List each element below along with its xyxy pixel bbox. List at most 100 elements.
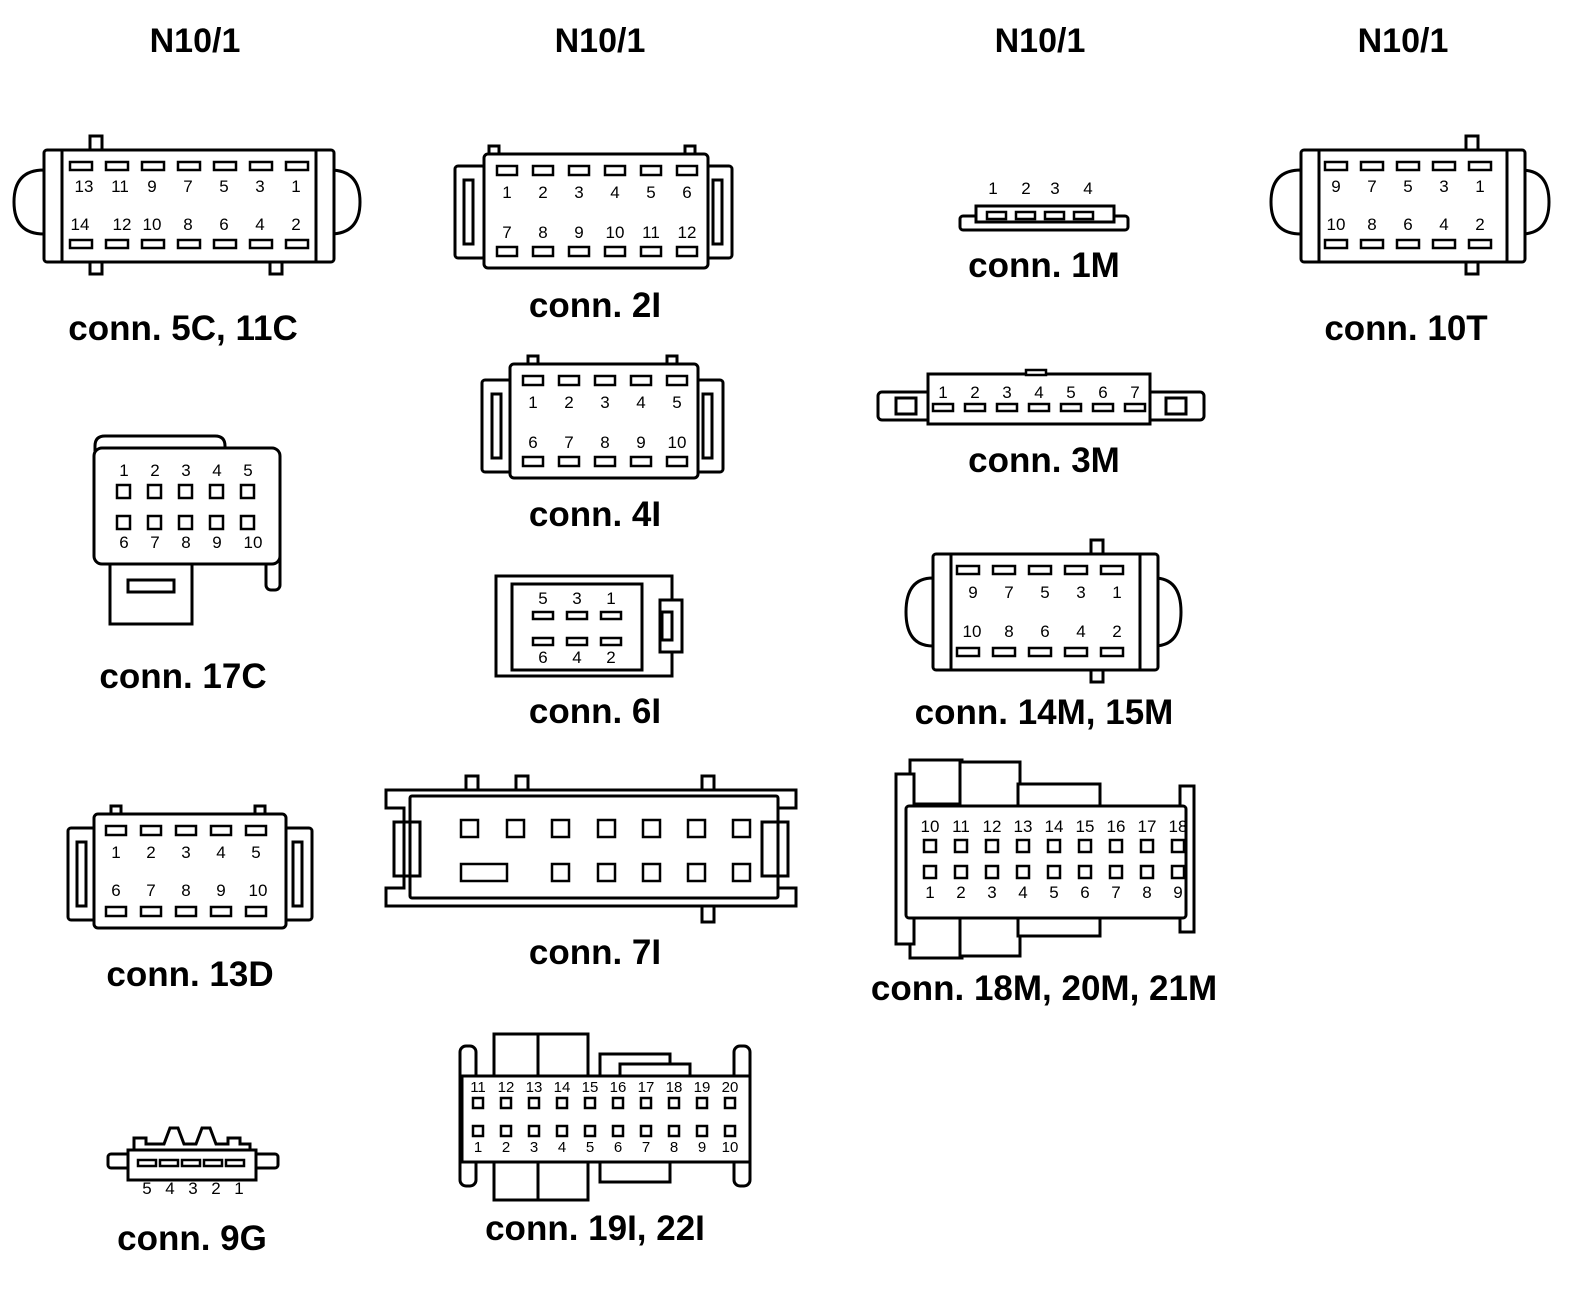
pin-label: 2 [502,1139,510,1156]
pin-label: 9 [1173,883,1182,902]
pin-label: 14 [554,1079,571,1096]
pin-label: 7 [642,1139,650,1156]
pin-label: 5 [1403,177,1412,196]
column-header-1: N10/1 [150,22,241,60]
pin-label: 4 [1439,215,1448,234]
pin-label: 9 [636,433,645,452]
pin-label: 3 [987,883,996,902]
pin-label: 11 [952,817,970,836]
pin-label: 5 [586,1139,594,1156]
pin-label: 12 [498,1079,515,1096]
pin-label: 6 [682,183,691,202]
pin-label: 3 [255,177,264,196]
pin-label: 6 [1098,383,1107,402]
pin-label: 5 [142,1179,151,1198]
pin-label: 2 [564,393,573,412]
pin-label: 6 [119,533,128,552]
pin-label: 6 [111,881,120,900]
pin-label: 8 [181,881,190,900]
pin-label: 1 [474,1139,482,1156]
pin-label: 4 [1083,179,1092,198]
pin-label: 5 [251,843,260,862]
pin-label: 10 [143,215,162,234]
pin-label: 8 [600,433,609,452]
pin-label: 9 [698,1139,706,1156]
pin-label: 9 [212,533,221,552]
pin-label: 5 [1040,583,1049,602]
column-header-4: N10/1 [1358,22,1449,60]
connector-10t: 9 7 5 3 1 10 8 6 4 2 [1269,134,1551,276]
caption-conn-4i: conn. 4I [529,495,661,534]
pin-label: 9 [1331,177,1340,196]
pin-label: 2 [291,215,300,234]
pin-label: 10 [244,533,263,552]
pin-label: 5 [219,177,228,196]
pin-label: 13 [1014,817,1033,836]
pin-label: 1 [502,183,511,202]
pin-label: 8 [181,533,190,552]
connector-4i: 1 2 3 4 5 6 7 8 9 10 [480,354,725,480]
pin-label: 3 [1002,383,1011,402]
caption-conn-14m-15m: conn. 14M, 15M [915,693,1174,732]
pin-label: 8 [670,1139,678,1156]
pin-label: 4 [165,1179,174,1198]
pin-label: 7 [502,223,511,242]
caption-conn-2i: conn. 2I [529,286,661,325]
pin-label: 16 [1107,817,1126,836]
pin-label: 7 [1130,383,1139,402]
connector-6i: 5 3 1 6 4 2 [494,574,684,678]
caption-conn-10t: conn. 10T [1324,309,1487,348]
pin-label: 14 [1045,817,1064,836]
pin-label: 11 [470,1079,486,1096]
pin-label: 9 [147,177,156,196]
pin-label: 5 [646,183,655,202]
pin-label: 8 [1367,215,1376,234]
caption-conn-17c: conn. 17C [99,657,266,696]
pin-label: 7 [564,433,573,452]
pin-label: 3 [1439,177,1448,196]
caption-conn-1m: conn. 1M [968,246,1120,285]
pin-label: 2 [211,1179,220,1198]
pin-label: 2 [956,883,965,902]
pin-label: 5 [1049,883,1058,902]
pin-label: 4 [216,843,225,862]
pin-label: 7 [146,881,155,900]
pin-label: 4 [1018,883,1027,902]
pin-label: 14 [71,215,90,234]
connector-13d: 1 2 3 4 5 6 7 8 9 10 [66,804,314,930]
pin-label: 1 [111,843,120,862]
pin-label: 4 [1076,622,1085,641]
pin-label: 6 [1080,883,1089,902]
pin-label: 10 [606,223,625,242]
connector-1m: 1 2 3 4 [958,179,1130,232]
pin-label: 12 [678,223,697,242]
pin-label: 2 [1021,179,1030,198]
pin-label: 8 [1142,883,1151,902]
pin-label: 19 [694,1079,711,1096]
pin-label: 1 [925,883,934,902]
caption-conn-19i-22i: conn. 19I, 22I [485,1209,705,1248]
pin-label: 6 [219,215,228,234]
pin-label: 5 [243,461,252,480]
pin-label: 7 [1111,883,1120,902]
pin-label: 2 [538,183,547,202]
pin-label: 2 [606,648,615,667]
pin-label: 4 [610,183,619,202]
pin-label: 15 [1076,817,1095,836]
caption-conn-7i: conn. 7I [529,933,661,972]
pin-label: 6 [1403,215,1412,234]
pin-label: 12 [113,215,132,234]
pin-label: 4 [636,393,645,412]
connector-3m: 1 2 3 4 5 6 7 [876,368,1206,426]
pin-label: 10 [249,881,268,900]
pin-label: 13 [526,1079,543,1096]
caption-conn-18m-20m-21m: conn. 18M, 20M, 21M [871,969,1217,1008]
pin-label: 9 [968,583,977,602]
pin-label: 7 [183,177,192,196]
pin-label: 3 [574,183,583,202]
pin-label: 3 [181,461,190,480]
pin-label: 9 [574,223,583,242]
connector-18m-20m-21m: 10 11 12 13 14 15 16 17 18 1 2 3 4 5 6 7… [894,758,1196,960]
pin-label: 18 [1169,817,1188,836]
